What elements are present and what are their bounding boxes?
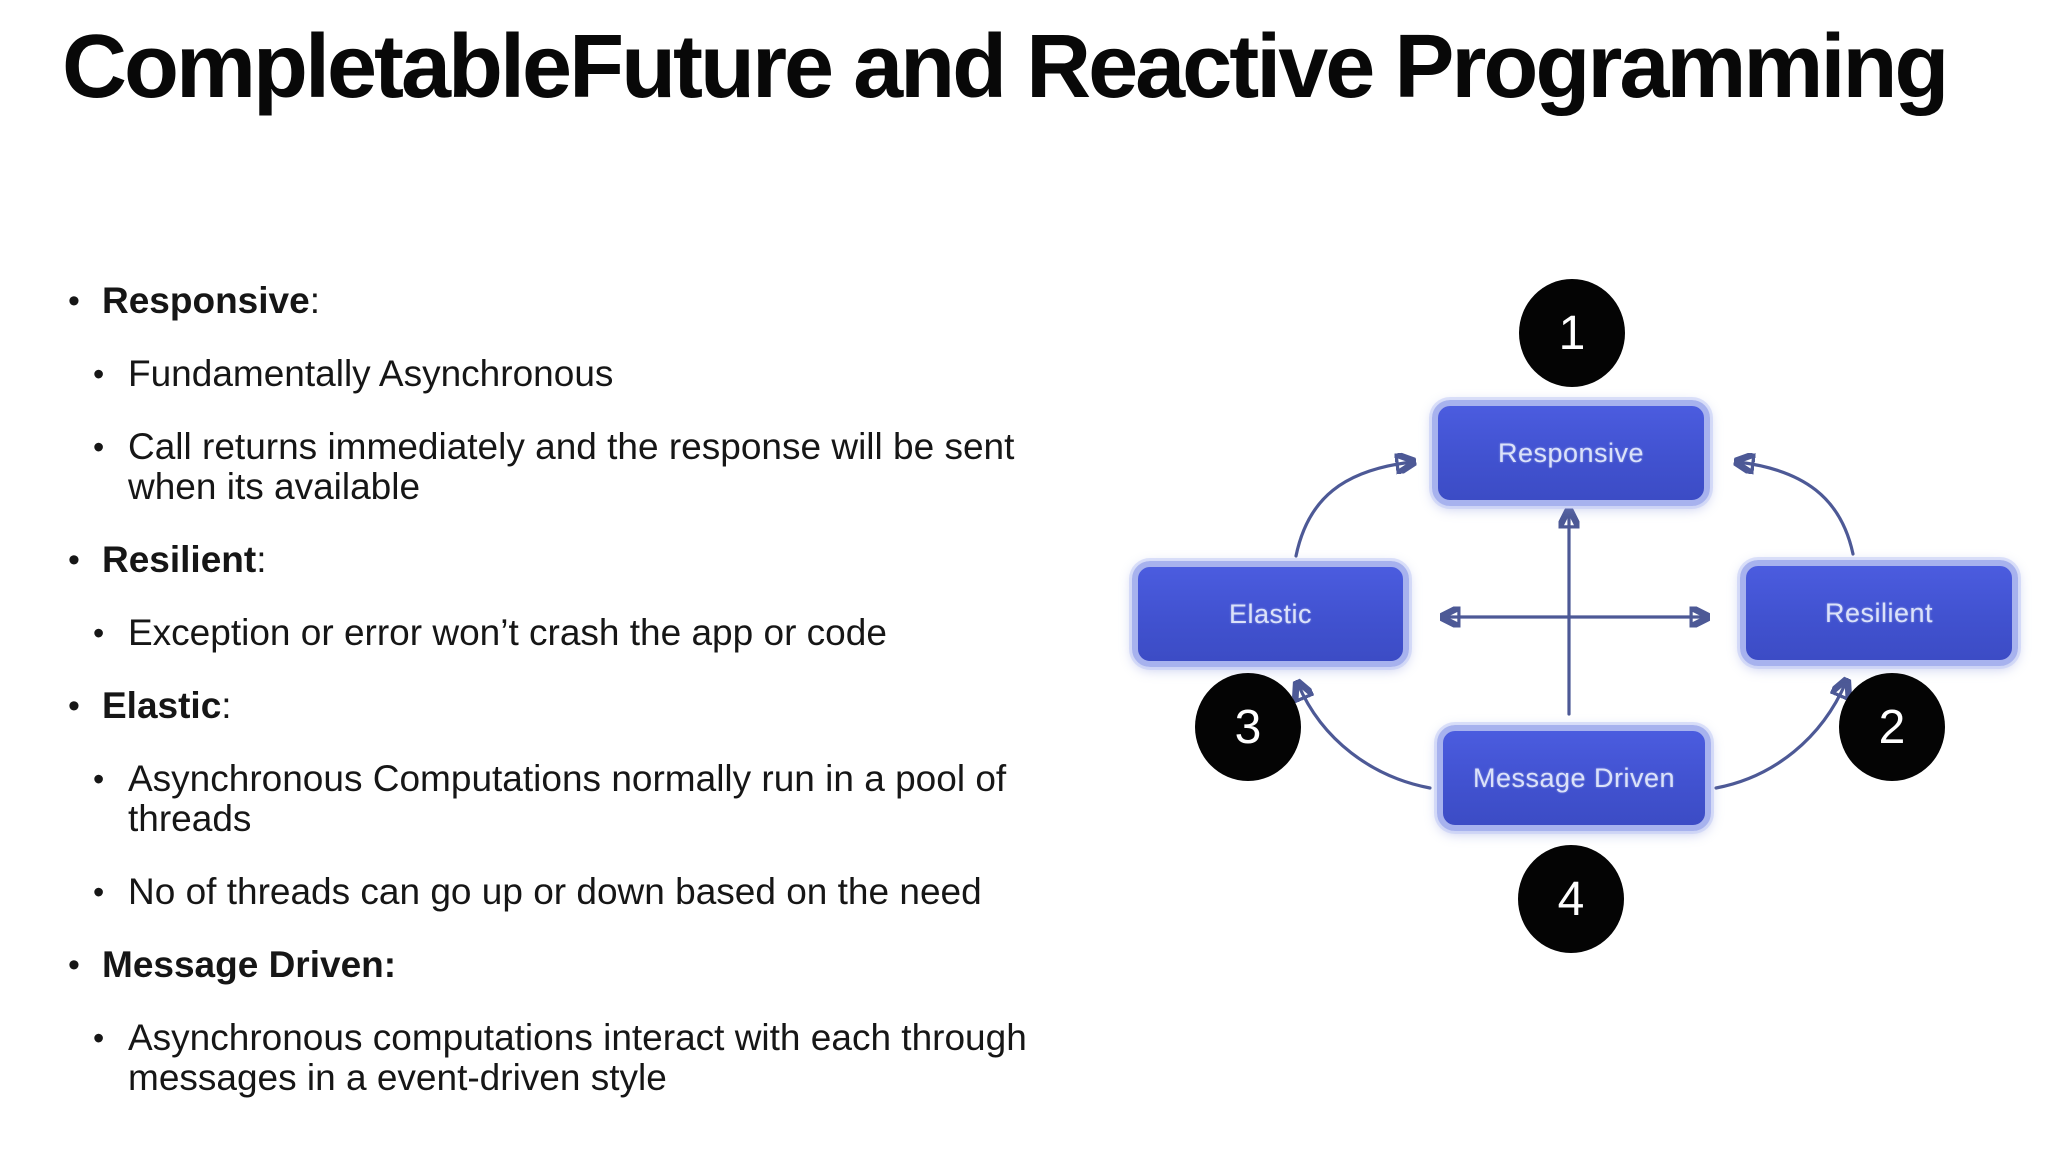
sub-bullet: Call returns immediately and the respons… [93, 427, 1028, 507]
sub-bullet: Asynchronous computations interact with … [93, 1018, 1028, 1098]
bullet-term: Resilient [102, 539, 257, 580]
bullet-term: Elastic [102, 685, 222, 726]
bullet-item-elastic: Elastic: Asynchronous Computations norma… [68, 685, 1028, 913]
cycle-arrows [1100, 260, 1855, 790]
sub-bullet-list: Fundamentally Asynchronous Call returns … [93, 354, 1028, 507]
bullet-heading: Resilient: [68, 539, 1028, 581]
sub-bullet: No of threads can go up or down based on… [93, 871, 1028, 913]
slide-title: CompletableFuture and Reactive Programmi… [62, 17, 1949, 117]
badge-3: 3 [1195, 673, 1301, 781]
sub-bullet: Asynchronous Computations normally run i… [93, 759, 1028, 839]
sub-bullet-line: Exception or error won’t crash the app o… [128, 612, 887, 653]
sub-bullet-line: Asynchronous Computations normally run i… [128, 758, 1007, 799]
bullet-heading: Elastic: [68, 685, 1028, 727]
sub-bullet-line: Asynchronous computations interact with … [128, 1017, 1027, 1058]
node-responsive: Responsive [1432, 400, 1710, 506]
bullet-item-resilient: Resilient: Exception or error won’t cras… [68, 539, 1028, 654]
badge-1: 1 [1519, 279, 1625, 387]
node-elastic: Elastic [1132, 561, 1409, 667]
arrow-messagedriven-to-elastic [1298, 684, 1432, 790]
bullet-list: Responsive: Fundamentally Asynchronous C… [68, 281, 1028, 1131]
sub-bullet-list: Asynchronous Computations normally run i… [93, 759, 1028, 913]
bullet-heading: Responsive: [68, 280, 1028, 322]
bullet-colon: : [256, 539, 267, 580]
bullet-item-message-driven: Message Driven: Asynchronous computation… [68, 945, 1028, 1098]
sub-bullet-line: threads [128, 798, 252, 839]
sub-bullet-list: Exception or error won’t crash the app o… [93, 612, 1028, 654]
sub-bullet-list: Asynchronous computations interact with … [93, 1018, 1028, 1098]
sub-bullet-line: Call returns immediately and the respons… [128, 426, 1015, 467]
arrow-resilient-to-responsive [1738, 462, 1855, 556]
arrow-elastic-to-responsive [1294, 462, 1412, 558]
bullet-heading: Message Driven: [68, 944, 1028, 986]
bullet-colon: : [309, 280, 320, 321]
node-resilient: Resilient [1740, 560, 2018, 666]
badge-4: 4 [1518, 845, 1624, 953]
node-message-driven: Message Driven [1437, 725, 1711, 831]
sub-bullet-line: messages in a event-driven style [128, 1057, 667, 1098]
sub-bullet-line: Fundamentally Asynchronous [128, 353, 614, 394]
badge-2: 2 [1839, 673, 1945, 781]
sub-bullet-line: when its available [128, 466, 421, 507]
sub-bullet: Exception or error won’t crash the app o… [93, 612, 1028, 654]
bullet-term: Message Driven: [102, 944, 397, 985]
sub-bullet-line: No of threads can go up or down based on… [128, 871, 982, 912]
sub-bullet: Fundamentally Asynchronous [93, 353, 1028, 395]
bullet-item-responsive: Responsive: Fundamentally Asynchronous C… [68, 281, 1028, 507]
bullet-colon: : [221, 685, 232, 726]
bullet-term: Responsive [102, 280, 310, 321]
arrow-messagedriven-to-resilient [1714, 682, 1846, 790]
